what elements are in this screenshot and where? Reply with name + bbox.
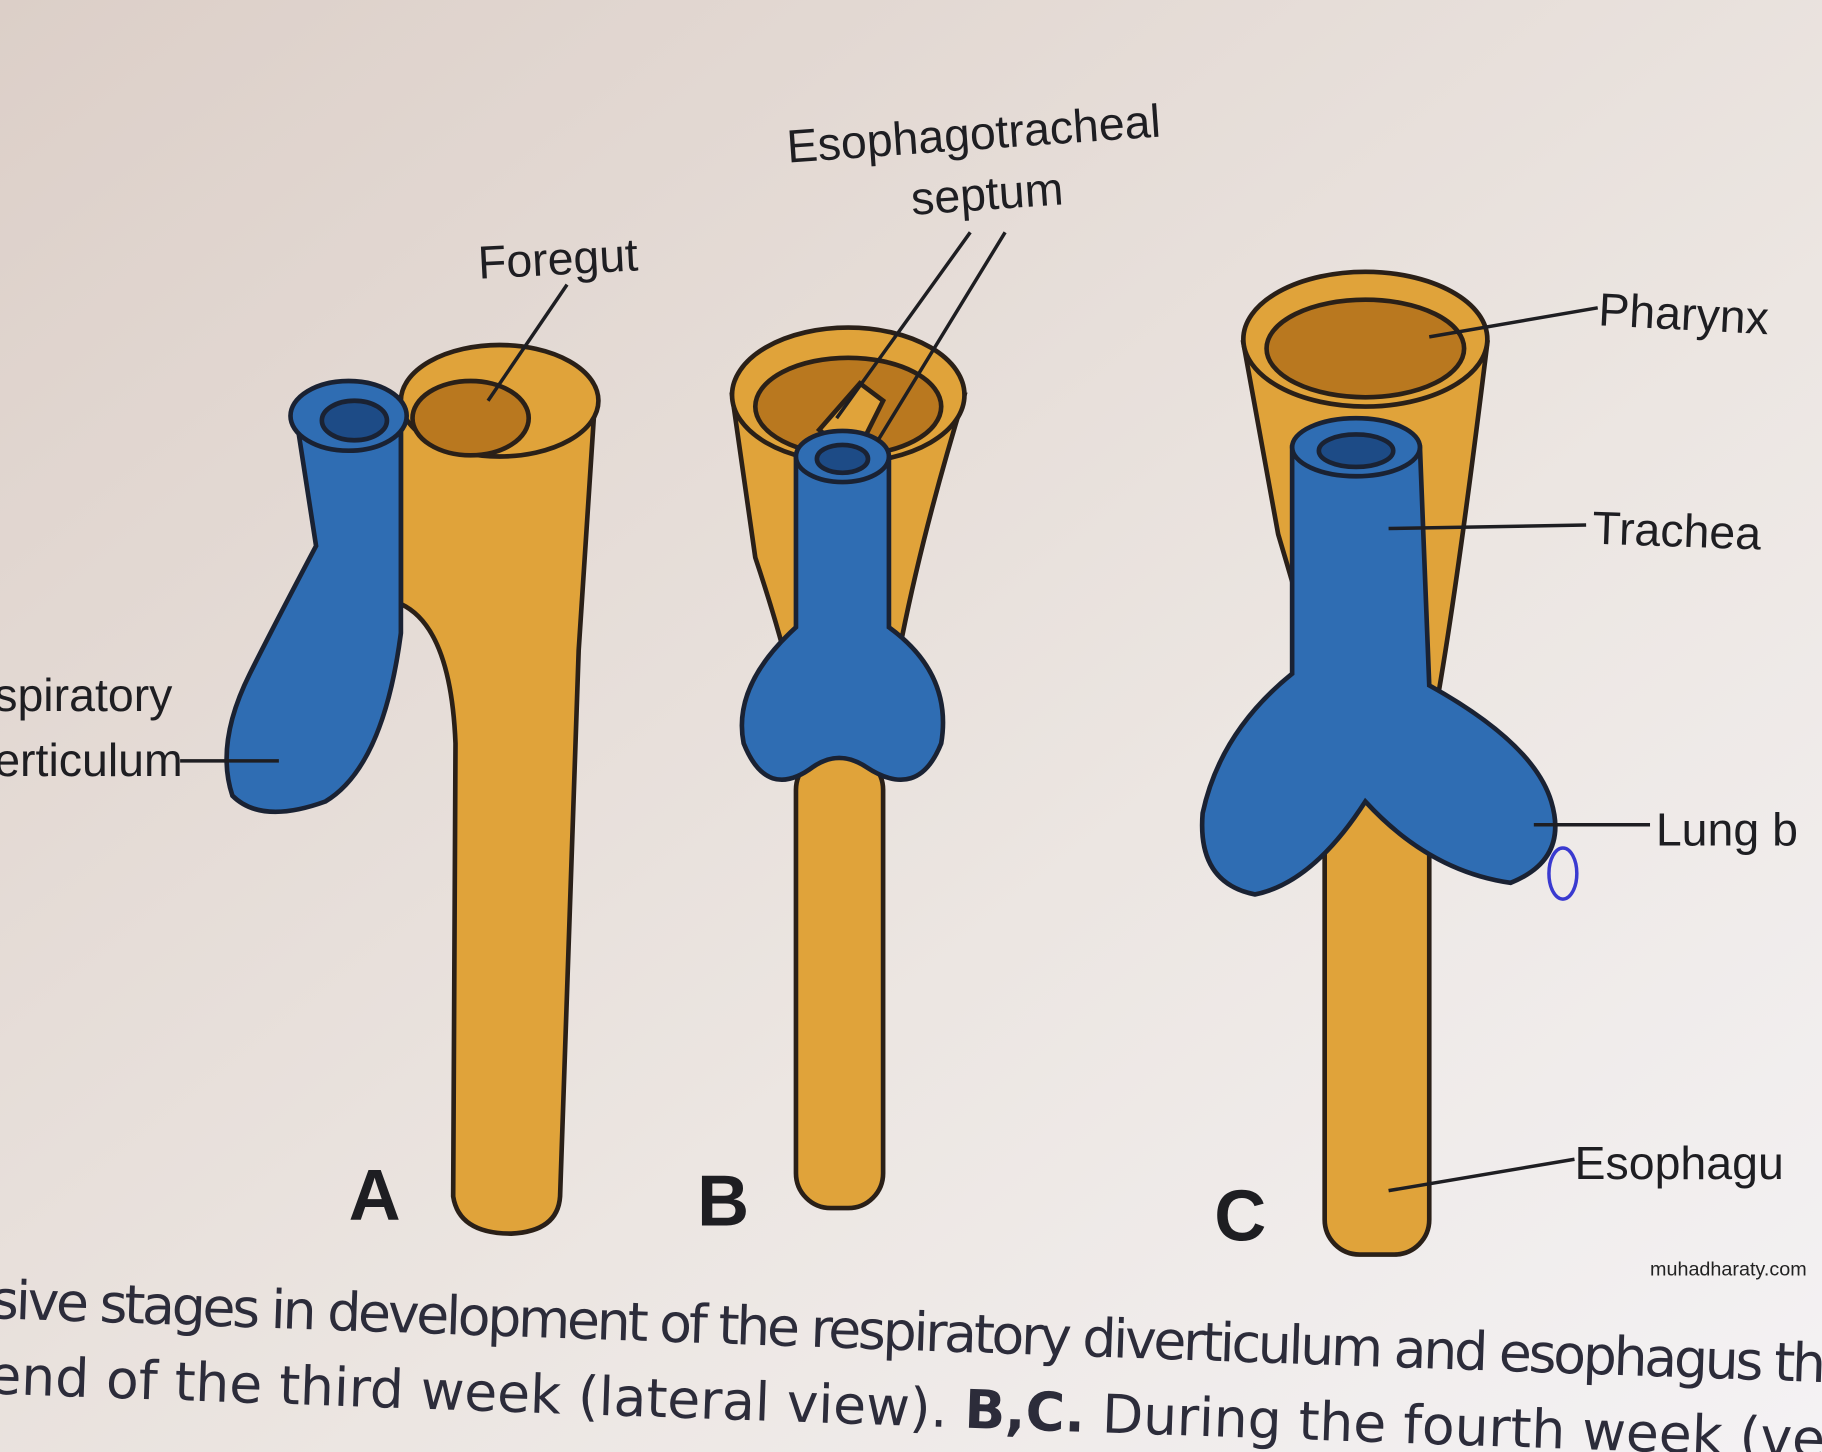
diverticulum-lumen: [319, 398, 390, 443]
label-foregut: Foregut: [477, 228, 640, 288]
panel-label-b: B: [697, 1161, 749, 1241]
label-resp-div-line1: spiratory: [0, 669, 173, 721]
leader-septum: [835, 231, 1007, 443]
label-trachea: Trachea: [1592, 502, 1763, 560]
leader-pharynx: [1428, 306, 1599, 339]
foregut-tube: [398, 398, 598, 1236]
panel-label-a: A: [349, 1156, 401, 1236]
foregut-lumen: [410, 378, 532, 458]
label-lung-bud: Lung b: [1656, 804, 1798, 856]
caption-line2-bold: B,C.: [964, 1378, 1087, 1445]
label-pharynx: Pharynx: [1597, 283, 1770, 344]
label-esophagus: Esophagu: [1574, 1137, 1783, 1189]
respiratory-diverticulum: [224, 415, 404, 815]
leader-lines: [180, 231, 1651, 1193]
label-resp-div-line2: erticulum: [0, 734, 183, 786]
pharynx-lumen-c: [1264, 297, 1467, 400]
panel-a-figure: [224, 342, 601, 1236]
pen-mark: [1547, 846, 1579, 901]
panel-b-figure: [729, 325, 968, 1211]
panel-c-figure: [1199, 269, 1579, 1257]
lung-buds-c: [1199, 444, 1558, 897]
watermark: muhadharaty.com: [1650, 1258, 1807, 1280]
trachea-lumen-b: [814, 442, 871, 476]
lung-bud-b: [739, 456, 946, 783]
panel-label-c: C: [1214, 1177, 1266, 1257]
leader-foregut: [486, 283, 569, 402]
label-septum-line2: septum: [909, 162, 1065, 224]
leader-trachea: [1388, 523, 1587, 531]
trachea-lumen-c: [1316, 432, 1396, 470]
esophagus-b: [793, 752, 886, 1211]
leader-esophagus: [1388, 1157, 1575, 1193]
